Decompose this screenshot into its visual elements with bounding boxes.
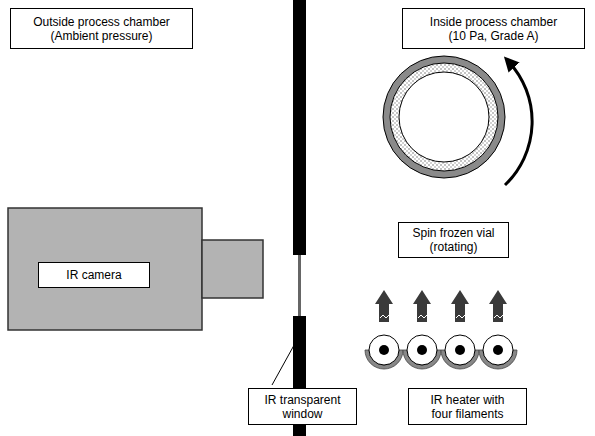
filament	[493, 345, 503, 355]
label-text: Outside process chamber (Ambient pressur…	[27, 15, 176, 43]
filament	[417, 345, 427, 355]
heater-label: IR heater with four filaments	[408, 388, 527, 425]
heat-arrow	[375, 290, 393, 322]
camera-label: IR camera	[38, 262, 150, 288]
leader-line	[272, 338, 298, 385]
filament	[455, 345, 465, 355]
label-text: Spin frozen vial (rotating)	[405, 226, 502, 254]
region-label: Inside process chamber (10 Pa, Grade A)	[402, 8, 585, 49]
rotation-arrow	[505, 62, 532, 185]
frozen-layer	[390, 63, 498, 171]
heat-arrow	[413, 290, 431, 322]
label-text: IR camera	[66, 268, 121, 282]
ir-window	[298, 255, 301, 316]
camera-body	[8, 208, 202, 330]
filament	[379, 345, 389, 355]
heat-arrow-mark	[380, 315, 389, 318]
window-label: IR transparent window	[248, 388, 357, 425]
filament-tube	[483, 335, 513, 365]
filament-tube	[407, 335, 437, 365]
filament-tube	[445, 335, 475, 365]
heat-arrow-mark	[494, 315, 503, 318]
heat-arrow-mark	[456, 315, 465, 318]
label-text: IR heater with four filaments	[423, 393, 512, 421]
label-text: IR transparent window	[257, 393, 348, 421]
camera-lens	[202, 240, 263, 298]
filament-tube	[369, 335, 399, 365]
vial-wall	[383, 56, 505, 178]
heat-arrow	[489, 290, 507, 322]
vial-label: Spin frozen vial (rotating)	[398, 222, 509, 258]
vial-core	[399, 72, 489, 162]
chamber-wall	[293, 0, 306, 255]
heat-arrow	[451, 290, 469, 322]
label-text: Inside process chamber (10 Pa, Grade A)	[425, 15, 562, 43]
region-label: Outside process chamber (Ambient pressur…	[10, 8, 193, 49]
heat-arrow-mark	[418, 315, 427, 318]
